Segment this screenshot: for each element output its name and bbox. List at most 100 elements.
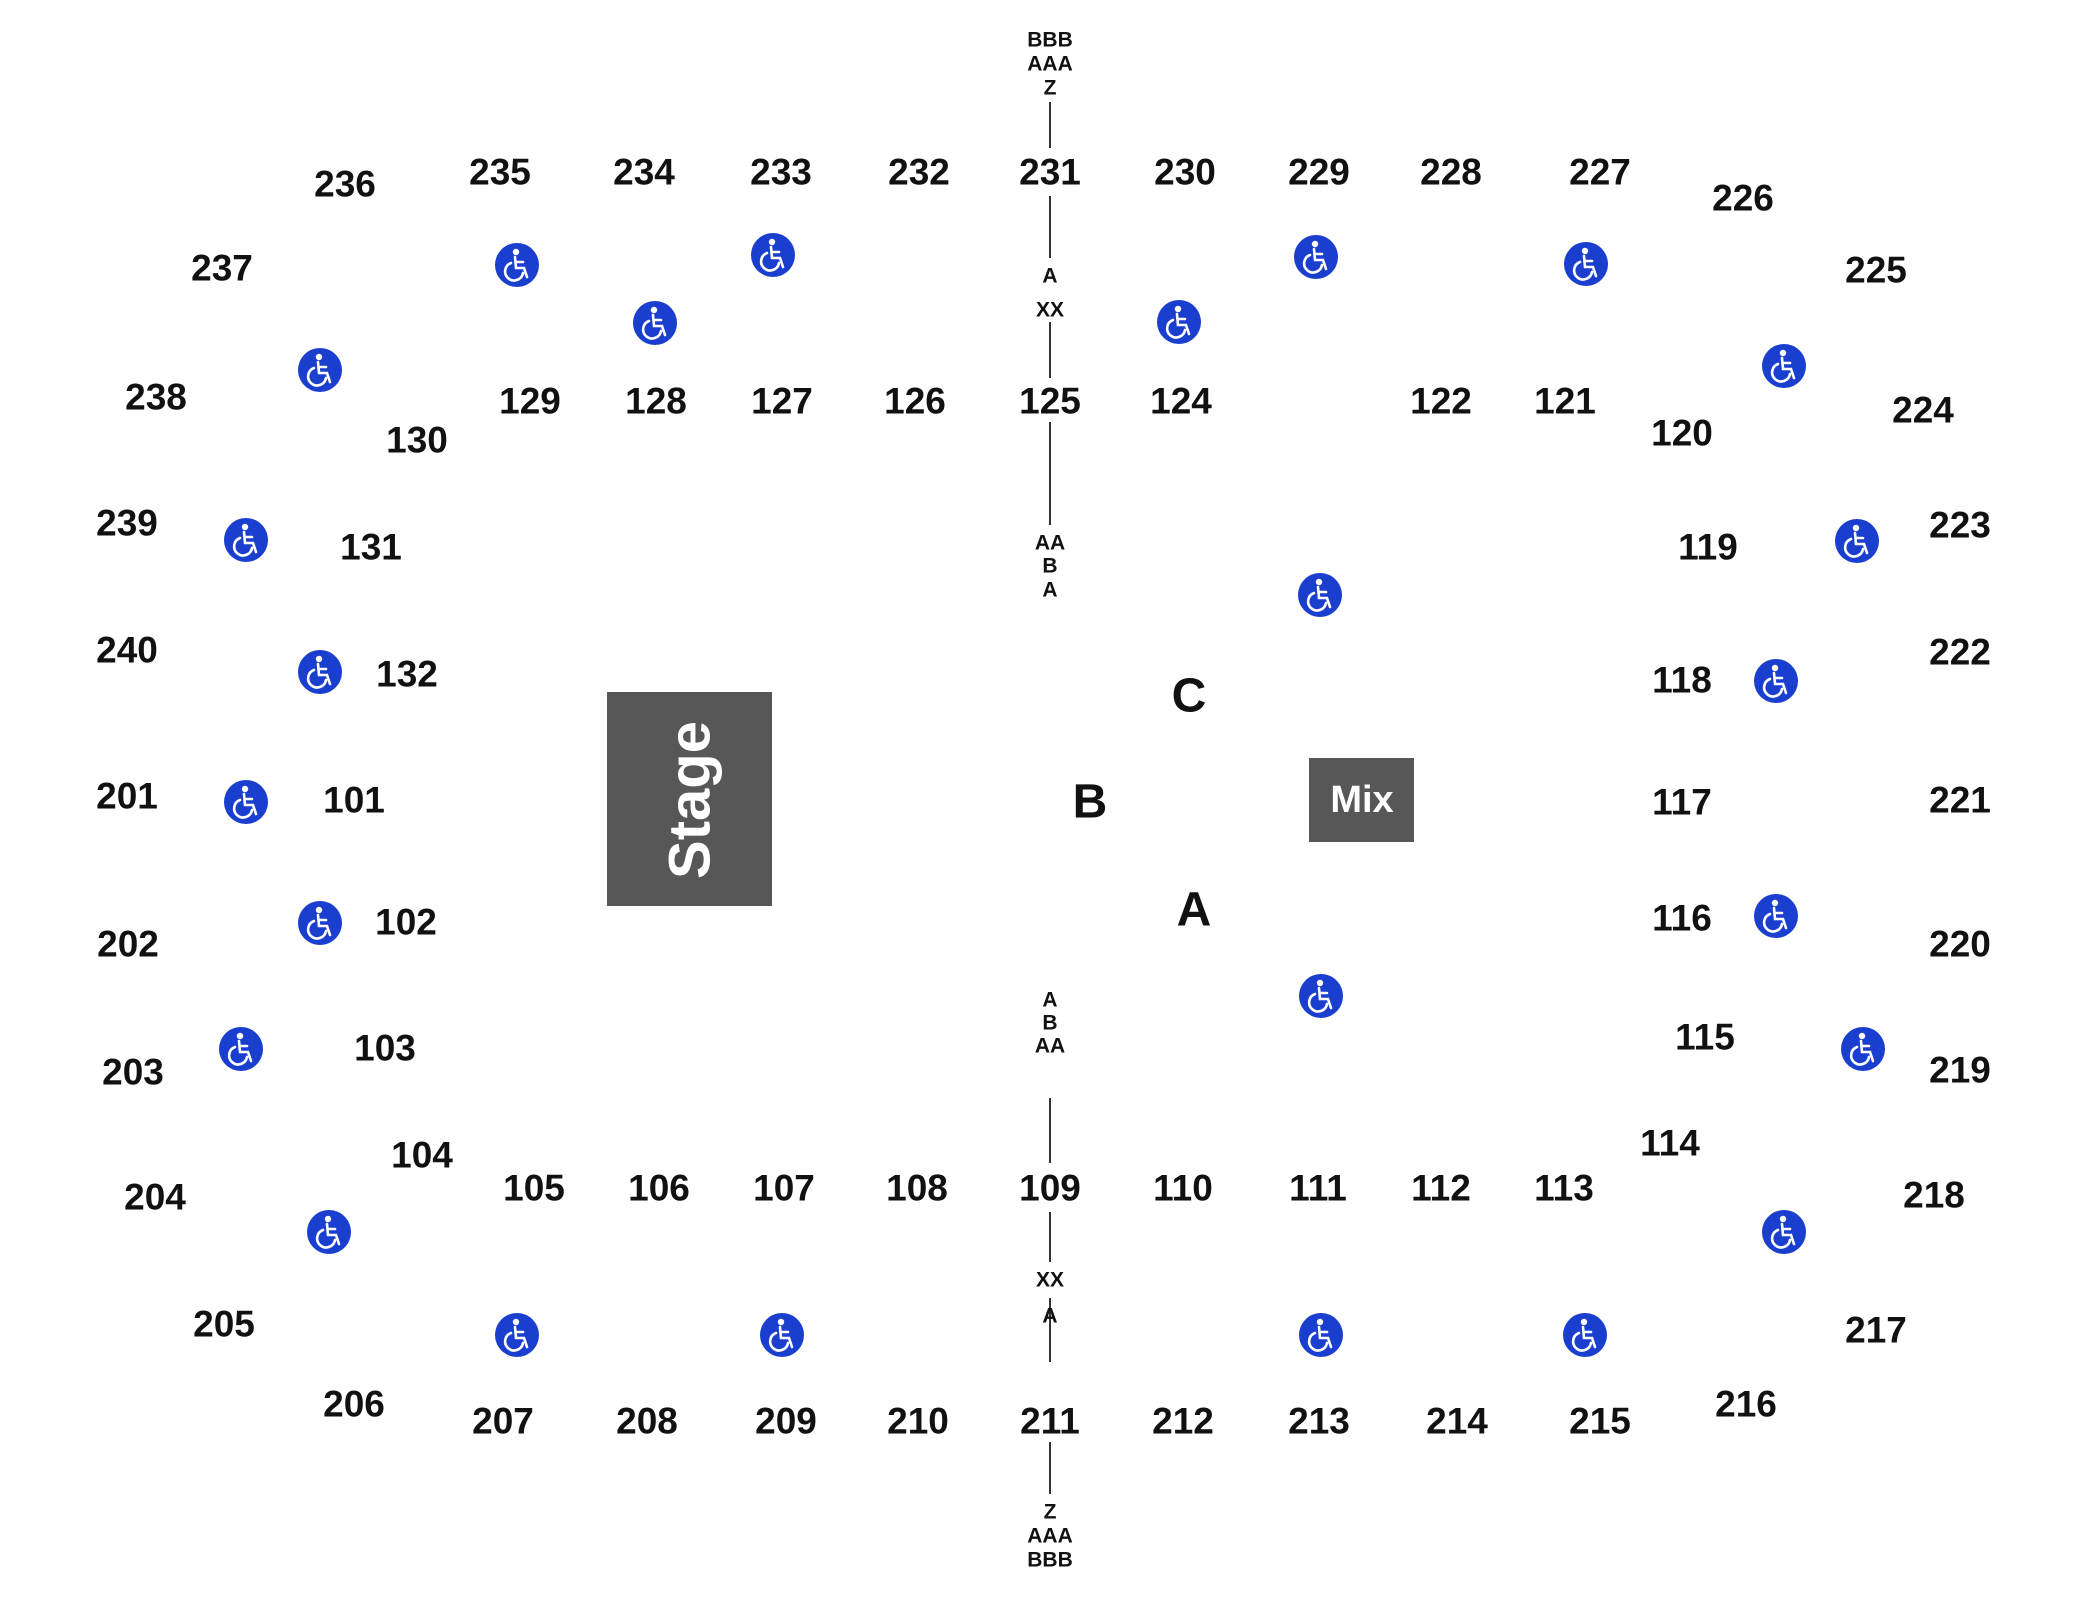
section-121[interactable]: 121 bbox=[1534, 381, 1596, 422]
section-230[interactable]: 230 bbox=[1154, 152, 1216, 193]
section-111[interactable]: 111 bbox=[1289, 1168, 1347, 1209]
section-210[interactable]: 210 bbox=[887, 1401, 949, 1442]
section-113[interactable]: 113 bbox=[1534, 1168, 1594, 1209]
section-127[interactable]: 127 bbox=[751, 381, 813, 422]
section-223[interactable]: 223 bbox=[1929, 505, 1991, 546]
section-213[interactable]: 213 bbox=[1288, 1401, 1350, 1442]
section-207[interactable]: 207 bbox=[472, 1401, 534, 1442]
section-201[interactable]: 201 bbox=[96, 776, 158, 817]
section-104[interactable]: 104 bbox=[391, 1135, 453, 1176]
section-239[interactable]: 239 bbox=[96, 503, 158, 544]
section-219[interactable]: 219 bbox=[1929, 1050, 1991, 1091]
section-217[interactable]: 217 bbox=[1845, 1310, 1907, 1351]
section-208[interactable]: 208 bbox=[616, 1401, 678, 1442]
wheelchair-icon[interactable] bbox=[1760, 342, 1808, 390]
section-128[interactable]: 128 bbox=[625, 381, 687, 422]
section-237[interactable]: 237 bbox=[191, 248, 253, 289]
section-130[interactable]: 130 bbox=[386, 420, 448, 461]
wheelchair-icon[interactable] bbox=[217, 1025, 265, 1073]
section-106[interactable]: 106 bbox=[628, 1168, 690, 1209]
section-209[interactable]: 209 bbox=[755, 1401, 817, 1442]
wheelchair-icon[interactable] bbox=[1561, 1311, 1609, 1359]
section-227[interactable]: 227 bbox=[1569, 152, 1631, 193]
wheelchair-icon[interactable] bbox=[296, 346, 344, 394]
wheelchair-icon[interactable] bbox=[305, 1208, 353, 1256]
wheelchair-icon[interactable] bbox=[1833, 517, 1881, 565]
section-116[interactable]: 116 bbox=[1652, 898, 1712, 939]
wheelchair-icon[interactable] bbox=[758, 1311, 806, 1359]
section-221[interactable]: 221 bbox=[1929, 780, 1991, 821]
section-202[interactable]: 202 bbox=[97, 924, 159, 965]
section-215[interactable]: 215 bbox=[1569, 1401, 1631, 1442]
section-220[interactable]: 220 bbox=[1929, 924, 1991, 965]
wheelchair-icon[interactable] bbox=[1155, 298, 1203, 346]
section-109[interactable]: 109 bbox=[1019, 1168, 1081, 1209]
section-124[interactable]: 124 bbox=[1150, 381, 1212, 422]
section-228[interactable]: 228 bbox=[1420, 152, 1482, 193]
wheelchair-icon[interactable] bbox=[493, 241, 541, 289]
wheelchair-icon[interactable] bbox=[1296, 571, 1344, 619]
section-235[interactable]: 235 bbox=[469, 152, 531, 193]
wheelchair-icon[interactable] bbox=[1752, 892, 1800, 940]
section-126[interactable]: 126 bbox=[884, 381, 946, 422]
section-238[interactable]: 238 bbox=[125, 377, 187, 418]
section-236[interactable]: 236 bbox=[314, 164, 376, 205]
section-105[interactable]: 105 bbox=[503, 1168, 565, 1209]
section-107[interactable]: 107 bbox=[753, 1168, 815, 1209]
wheelchair-icon[interactable] bbox=[1839, 1025, 1887, 1073]
wheelchair-icon[interactable] bbox=[1297, 1311, 1345, 1359]
section-131[interactable]: 131 bbox=[340, 527, 402, 568]
section-115[interactable]: 115 bbox=[1675, 1017, 1735, 1058]
wheelchair-icon[interactable] bbox=[296, 899, 344, 947]
floor-section-b[interactable]: B bbox=[1073, 776, 1108, 829]
section-110[interactable]: 110 bbox=[1153, 1168, 1213, 1209]
section-102[interactable]: 102 bbox=[375, 902, 437, 943]
floor-section-a[interactable]: A bbox=[1177, 884, 1212, 937]
section-203[interactable]: 203 bbox=[102, 1052, 164, 1093]
section-233[interactable]: 233 bbox=[750, 152, 812, 193]
section-225[interactable]: 225 bbox=[1845, 250, 1907, 291]
section-129[interactable]: 129 bbox=[499, 381, 561, 422]
section-240[interactable]: 240 bbox=[96, 630, 158, 671]
section-119[interactable]: 119 bbox=[1678, 527, 1738, 568]
section-112[interactable]: 112 bbox=[1411, 1168, 1471, 1209]
wheelchair-icon[interactable] bbox=[222, 516, 270, 564]
section-118[interactable]: 118 bbox=[1652, 660, 1712, 701]
wheelchair-icon[interactable] bbox=[1297, 972, 1345, 1020]
section-108[interactable]: 108 bbox=[886, 1168, 948, 1209]
section-224[interactable]: 224 bbox=[1892, 390, 1954, 431]
wheelchair-icon[interactable] bbox=[631, 299, 679, 347]
section-205[interactable]: 205 bbox=[193, 1304, 255, 1345]
wheelchair-icon[interactable] bbox=[749, 231, 797, 279]
section-204[interactable]: 204 bbox=[124, 1177, 186, 1218]
section-231[interactable]: 231 bbox=[1019, 152, 1081, 193]
floor-section-c[interactable]: C bbox=[1172, 670, 1207, 723]
stage[interactable]: Stage bbox=[607, 692, 772, 906]
section-234[interactable]: 234 bbox=[613, 152, 675, 193]
wheelchair-icon[interactable] bbox=[493, 1311, 541, 1359]
wheelchair-icon[interactable] bbox=[1292, 233, 1340, 281]
section-218[interactable]: 218 bbox=[1903, 1175, 1965, 1216]
wheelchair-icon[interactable] bbox=[1562, 240, 1610, 288]
section-212[interactable]: 212 bbox=[1152, 1401, 1214, 1442]
section-117[interactable]: 117 bbox=[1652, 782, 1712, 823]
section-132[interactable]: 132 bbox=[376, 654, 438, 695]
wheelchair-icon[interactable] bbox=[222, 778, 270, 826]
section-211[interactable]: 211 bbox=[1020, 1401, 1080, 1442]
wheelchair-icon[interactable] bbox=[296, 648, 344, 696]
wheelchair-icon[interactable] bbox=[1752, 657, 1800, 705]
section-226[interactable]: 226 bbox=[1712, 178, 1774, 219]
section-216[interactable]: 216 bbox=[1715, 1384, 1777, 1425]
section-114[interactable]: 114 bbox=[1640, 1123, 1700, 1164]
section-103[interactable]: 103 bbox=[354, 1028, 416, 1069]
section-122[interactable]: 122 bbox=[1410, 381, 1472, 422]
section-101[interactable]: 101 bbox=[323, 780, 385, 821]
section-125[interactable]: 125 bbox=[1019, 381, 1081, 422]
section-222[interactable]: 222 bbox=[1929, 632, 1991, 673]
section-232[interactable]: 232 bbox=[888, 152, 950, 193]
section-229[interactable]: 229 bbox=[1288, 152, 1350, 193]
section-120[interactable]: 120 bbox=[1651, 413, 1713, 454]
mix-position[interactable]: Mix bbox=[1309, 758, 1414, 842]
section-214[interactable]: 214 bbox=[1426, 1401, 1488, 1442]
section-206[interactable]: 206 bbox=[323, 1384, 385, 1425]
